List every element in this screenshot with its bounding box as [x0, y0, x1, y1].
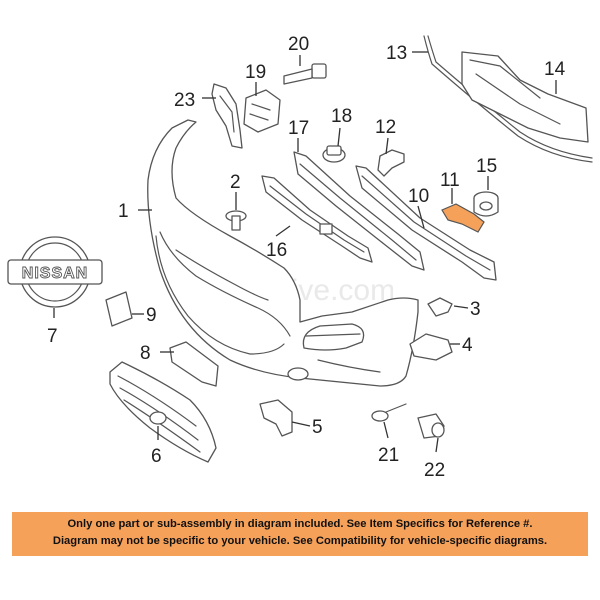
- part-1-bumper-fascia: [147, 119, 419, 387]
- part-11-highlighted-bracket: [441, 203, 485, 233]
- callout-17: 17: [288, 118, 309, 139]
- part-4-bracket: [409, 333, 453, 361]
- callout-2: 2: [230, 172, 241, 193]
- callout-labels: 20 19 23 18 12 17 13 14 15 11 10 2 16 1 …: [47, 34, 566, 481]
- callout-13: 13: [386, 43, 407, 64]
- callout-11: 11: [440, 170, 460, 191]
- callout-20: 20: [288, 34, 309, 55]
- callout-7: 7: [47, 326, 58, 347]
- part-23-side-bracket: [211, 83, 243, 149]
- callout-14: 14: [544, 59, 566, 80]
- part-9-plate: [105, 291, 133, 327]
- callout-16: 16: [266, 240, 287, 261]
- part-12-small-bracket: [377, 149, 405, 177]
- part-6-lower-grille: [109, 361, 217, 463]
- part-3-small-clip: [427, 297, 453, 317]
- part-16-lower-reinforcement: [261, 175, 373, 263]
- callout-22: 22: [424, 460, 445, 481]
- callout-1: 1: [118, 201, 129, 222]
- part-10-energy-absorber: [355, 165, 497, 281]
- part-18-clip: [322, 145, 346, 163]
- callout-10: 10: [408, 186, 429, 207]
- disclaimer-line-2: Diagram may not be specific to your vehi…: [52, 535, 548, 547]
- callout-8: 8: [140, 343, 151, 364]
- callout-5: 5: [312, 417, 323, 438]
- callout-19: 19: [245, 62, 266, 83]
- callout-12: 12: [375, 117, 396, 138]
- parts-diagram: Partomotive.com: [7, 34, 593, 481]
- callout-4: 4: [462, 335, 473, 356]
- callout-21: 21: [378, 445, 399, 466]
- callout-23: 23: [174, 90, 195, 111]
- part-20-bolt: [283, 63, 327, 85]
- part-17-upper-reinforcement: [293, 151, 425, 271]
- part-14-upper-grille: [461, 51, 589, 143]
- leader-lines: [53, 51, 557, 453]
- part-19-bracket: [243, 89, 281, 133]
- part-21-harness: [371, 403, 407, 422]
- part-7-nissan-emblem: NISSAN: [7, 236, 103, 308]
- callout-3: 3: [470, 299, 481, 320]
- callout-15: 15: [476, 156, 497, 177]
- part-15-clip: [473, 191, 499, 217]
- part-22-sensor: [417, 413, 445, 439]
- part-8-license-bracket: [169, 341, 219, 387]
- part-5-fog-bracket: [259, 399, 293, 437]
- part-2-pin-clip: [225, 210, 247, 231]
- disclaimer-banner: Only one part or sub-assembly in diagram…: [12, 512, 588, 556]
- callout-9: 9: [146, 305, 157, 326]
- callout-18: 18: [331, 106, 352, 127]
- disclaimer-line-1: Only one part or sub-assembly in diagram…: [67, 518, 533, 530]
- emblem-text: NISSAN: [22, 265, 88, 282]
- callout-6: 6: [151, 446, 162, 467]
